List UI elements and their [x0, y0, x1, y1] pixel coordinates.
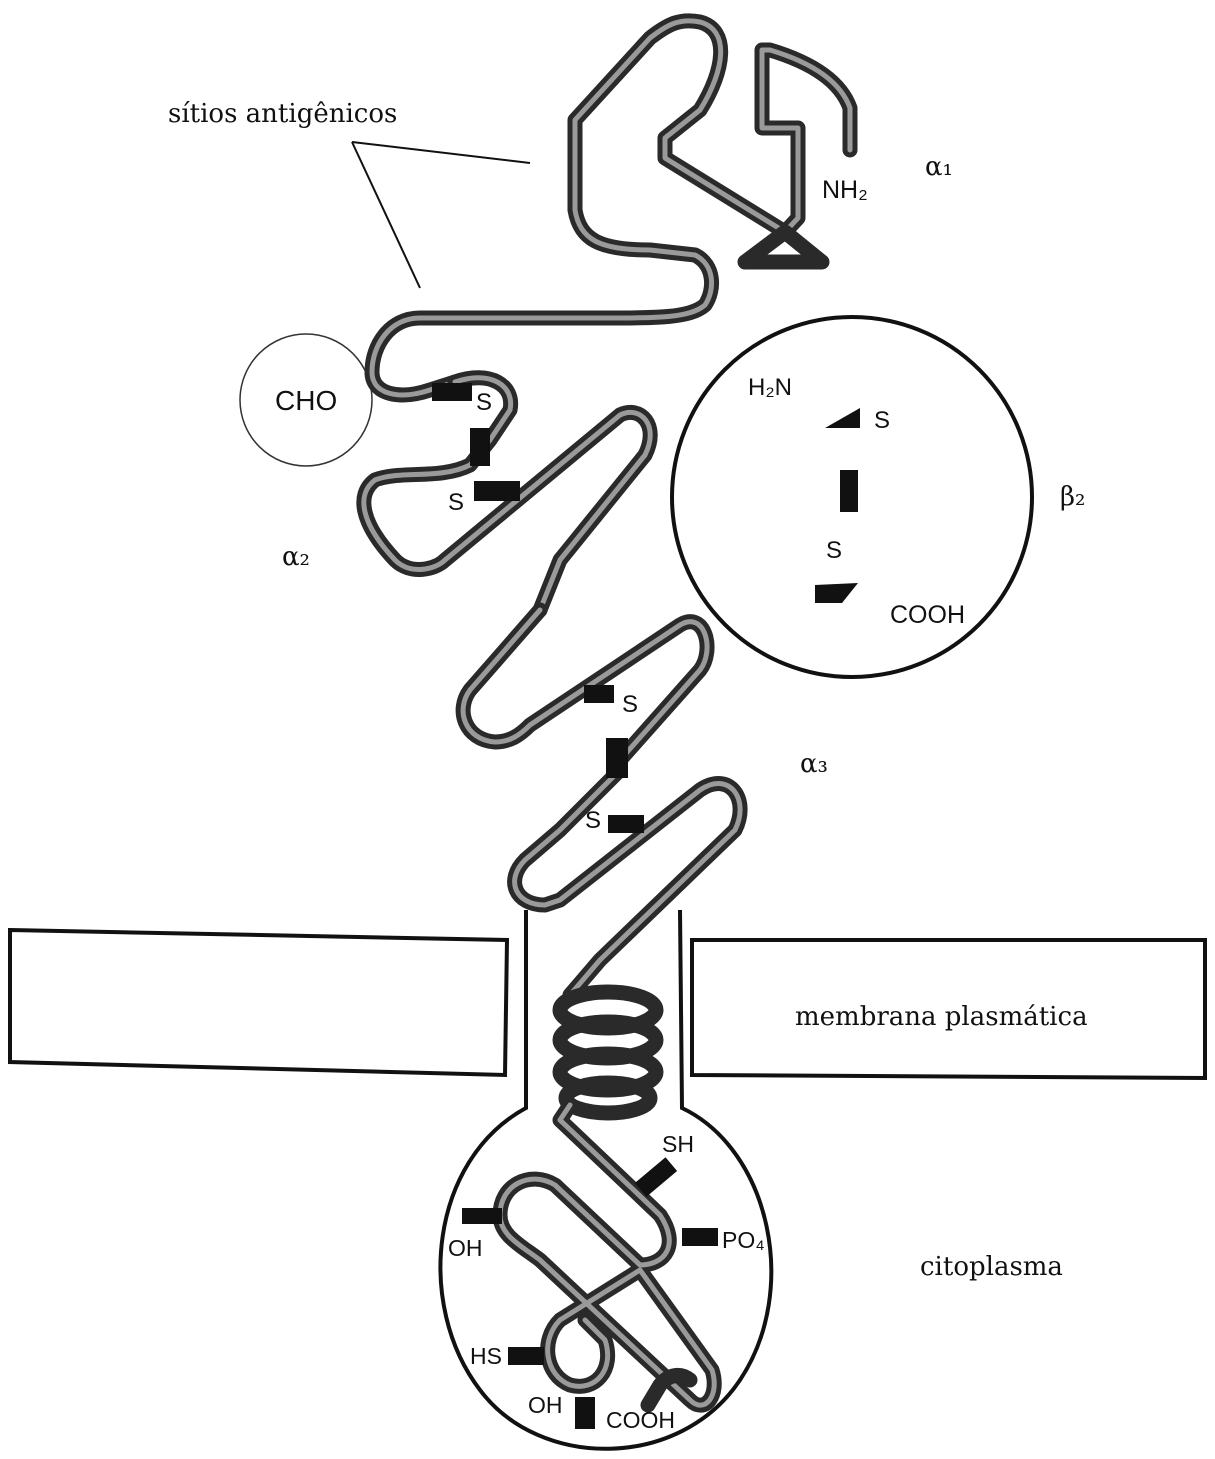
cho-label: CHO	[275, 385, 337, 416]
alpha2-s-label-2: S	[448, 489, 464, 516]
antigenic-pointer-line-1	[352, 142, 530, 163]
hs-group-marker	[508, 1347, 544, 1365]
alpha3-disulfide-bar-1	[584, 685, 614, 703]
tm-helix-coil-4	[566, 1083, 650, 1113]
alpha2-disulfide-bar-1	[432, 383, 472, 401]
po4-label: PO₄	[722, 1227, 765, 1253]
alpha3-s-label-2: S	[585, 807, 601, 834]
beta2-label: β₂	[1060, 482, 1085, 512]
alpha1-triangle-loop	[745, 232, 822, 262]
membrane-left-block	[10, 930, 507, 1075]
alpha2-disulfide-bridge	[470, 428, 490, 466]
alpha2-label: α₂	[282, 542, 310, 572]
h2n-label: H₂N	[748, 374, 792, 401]
alpha3-disulfide-bridge	[606, 738, 628, 778]
sh-label: SH	[662, 1131, 694, 1157]
nh2-label: NH₂	[822, 176, 868, 204]
beta2-disulfide-bridge	[840, 470, 858, 512]
alpha2-s-label-1: S	[476, 389, 492, 416]
membrane-label: membrana plasmática	[795, 1002, 1088, 1032]
oh-bottom-label: OH	[528, 1392, 563, 1418]
oh-bottom-group-marker	[575, 1397, 595, 1429]
antigenic-pointer-line-2	[352, 142, 420, 288]
beta2-disulfide-bottom	[815, 583, 858, 603]
alpha3-label: α₃	[800, 749, 828, 779]
hs-label: HS	[470, 1343, 502, 1369]
alpha1-label: α₁	[925, 152, 953, 182]
alpha3-chain-lower-core	[515, 770, 741, 995]
oh-left-label: OH	[448, 1235, 483, 1261]
beta2-s-label-bottom: S	[826, 537, 842, 564]
po4-group-marker	[682, 1228, 718, 1246]
alpha2-disulfide-bar-2	[474, 481, 520, 501]
alpha3-s-label-1: S	[622, 691, 638, 718]
beta2-disulfide-top	[825, 408, 860, 428]
beta2-cooh-label: COOH	[890, 601, 965, 629]
alpha3-disulfide-bar-2	[608, 815, 644, 833]
beta2-s-label-top: S	[874, 407, 890, 434]
tail-cooh-label: COOH	[606, 1407, 675, 1433]
antigenic-sites-label: sítios antigênicos	[168, 99, 397, 129]
alpha1-chain	[372, 21, 850, 395]
cytoplasm-label: citoplasma	[920, 1252, 1063, 1282]
oh-left-group-marker	[462, 1208, 502, 1224]
alpha3-chain-lower	[515, 770, 741, 995]
